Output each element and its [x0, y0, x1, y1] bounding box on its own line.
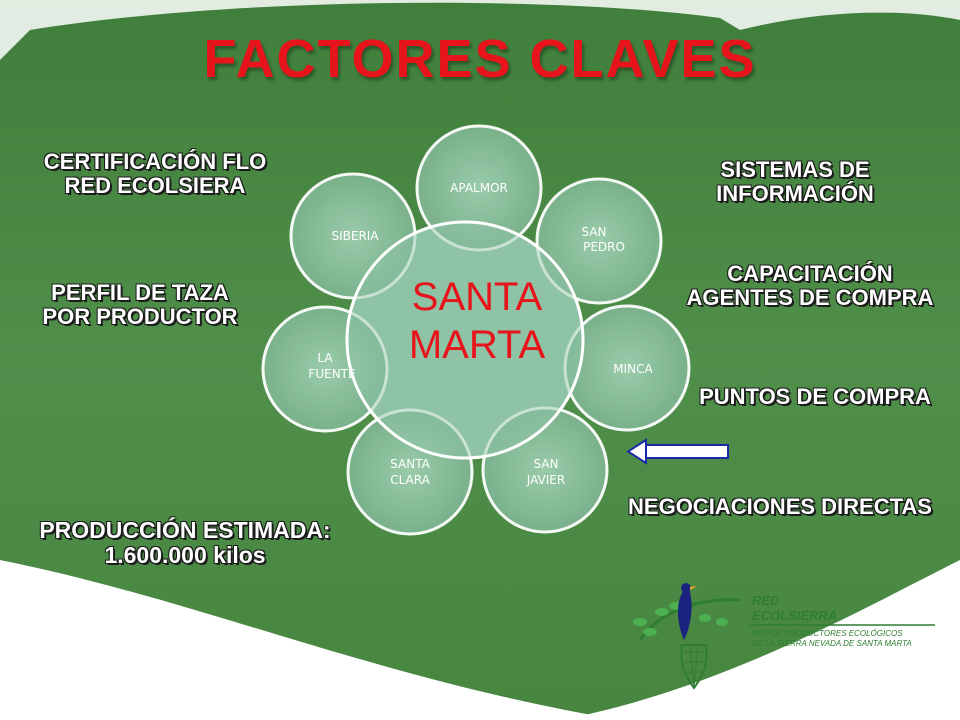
label-capacitacion: CAPACITACIÓN AGENTES DE COMPRA	[686, 261, 934, 311]
node-label-santa-clara-line2: CLARA	[390, 473, 430, 487]
logo-tagline-line2: DE LA SIERRA NEVADA DE SANTA MARTA	[752, 639, 912, 648]
label-certificacion: CERTIFICACIÓN FLO RED ECOLSIERA	[43, 149, 267, 199]
label-puntos-compra: PUNTOS DE COMPRA	[699, 384, 931, 409]
node-la-fuente	[261, 305, 389, 433]
node-label-san-pedro-line2: PEDRO	[583, 240, 625, 254]
bird-branch-logo-icon	[633, 583, 741, 690]
node-label-san-pedro-line1: SAN	[581, 225, 606, 239]
node-label-siberia: SIBERIA	[331, 229, 379, 243]
logo-name-line2: ECOLSIERRA	[752, 608, 837, 623]
logo-name-line1: RED	[752, 593, 780, 608]
node-minca	[563, 304, 691, 432]
left-arrow-icon	[626, 438, 729, 465]
center-label-line2: MARTA	[409, 323, 546, 367]
label-produccion-estimada: PRODUCCIÓN ESTIMADA: 1.600.000 kilos	[39, 517, 331, 569]
center-label-line1: SANTA	[412, 275, 543, 319]
node-label-apalmor: APALMOR	[450, 181, 508, 195]
node-san-javier	[481, 406, 609, 534]
node-label-san-javier-line1: SAN	[533, 457, 558, 471]
label-sistemas-informacion: SISTEMAS DE INFORMACIÓN	[716, 157, 874, 207]
node-label-la-fuente-line2: FUENTE	[308, 367, 355, 381]
node-santa-clara	[346, 408, 474, 536]
node-label-la-fuente-line1: LA	[317, 351, 333, 365]
node-san-pedro	[535, 177, 663, 305]
node-label-san-javier-line2: JAVIER	[526, 473, 565, 487]
label-perfil-taza: PERFIL DE TAZA POR PRODUCTOR	[42, 280, 238, 330]
logo-tagline-line1: RED DE PRODUCTORES ECOLÓGICOS	[752, 629, 903, 638]
label-negociaciones-directas: NEGOCIACIONES DIRECTAS	[628, 494, 932, 519]
node-label-santa-clara-line1: SANTA	[390, 457, 430, 471]
node-label-minca: MINCA	[613, 362, 653, 376]
slide-title: FACTORES CLAVES	[203, 29, 757, 89]
node-siberia	[289, 172, 417, 300]
node-apalmor	[415, 124, 543, 252]
